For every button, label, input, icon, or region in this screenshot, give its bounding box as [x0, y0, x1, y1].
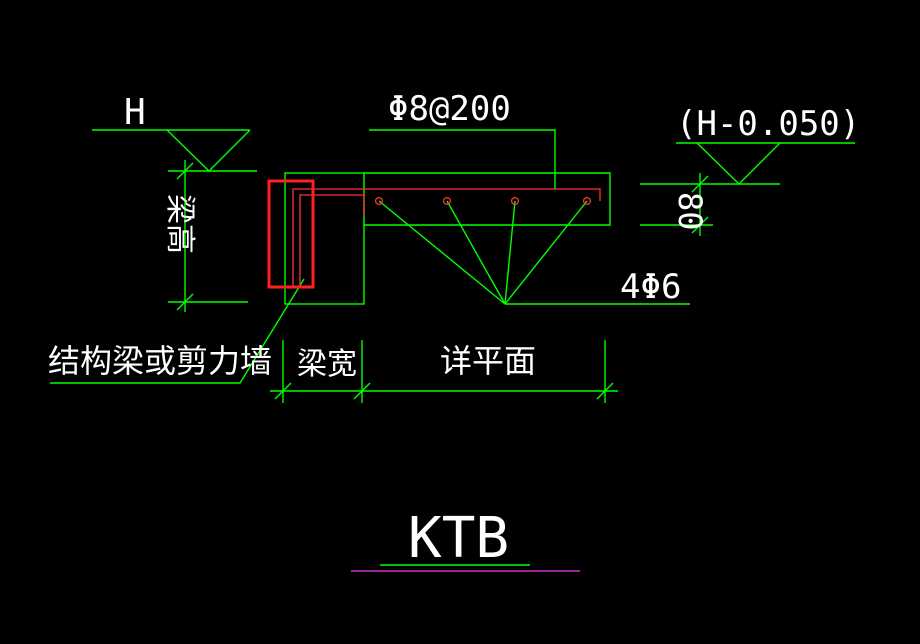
beam-hook-rebar: [299, 194, 365, 285]
wall-label-leader: [50, 278, 305, 384]
top-rebar-leader: [369, 129, 556, 189]
slab-thickness-label: 80: [671, 192, 709, 231]
bottom-rebar-dot-3: [510, 196, 520, 206]
width-tick-left: [274, 382, 292, 400]
bottom-rebar-dot-2: [442, 196, 452, 206]
bottom-rebar-leader-1: [378, 200, 506, 305]
beam-width-label: 梁宽: [297, 347, 357, 382]
drawing-title: KTB: [408, 506, 509, 571]
detail-plan-label: 详平面: [440, 342, 536, 380]
beam-section-outline: [284, 172, 365, 305]
slab-thickness-tick-top: [691, 175, 709, 193]
top-level-label: H: [124, 92, 146, 133]
width-tick-right: [596, 382, 614, 400]
slab-level-label: (H-0.050): [676, 104, 860, 144]
bottom-rebar-leader-4: [504, 200, 588, 305]
bottom-rebar-dot-1: [374, 196, 384, 206]
highlight-box: [267, 179, 315, 289]
wall-type-label: 结构梁或剪力墙: [48, 342, 272, 380]
slab-level-triangle: [696, 142, 781, 185]
bottom-rebar-leader-2: [446, 200, 506, 305]
slab-outline: [364, 172, 611, 226]
beam-height-tick-bottom: [176, 293, 194, 311]
bottom-rebar-label: 4Φ6: [620, 267, 681, 307]
slab-thickness-tick-bottom: [691, 216, 709, 234]
beam-height-label: 梁高: [162, 194, 197, 254]
slab-top-rebar: [292, 188, 601, 288]
bottom-rebar-dot-4: [582, 196, 592, 206]
width-tick-middle: [353, 382, 371, 400]
bottom-rebar-leader-3: [504, 200, 516, 305]
top-level-triangle: [166, 129, 251, 172]
top-rebar-label: Φ8@200: [388, 89, 511, 129]
beam-height-tick-top: [176, 162, 194, 180]
